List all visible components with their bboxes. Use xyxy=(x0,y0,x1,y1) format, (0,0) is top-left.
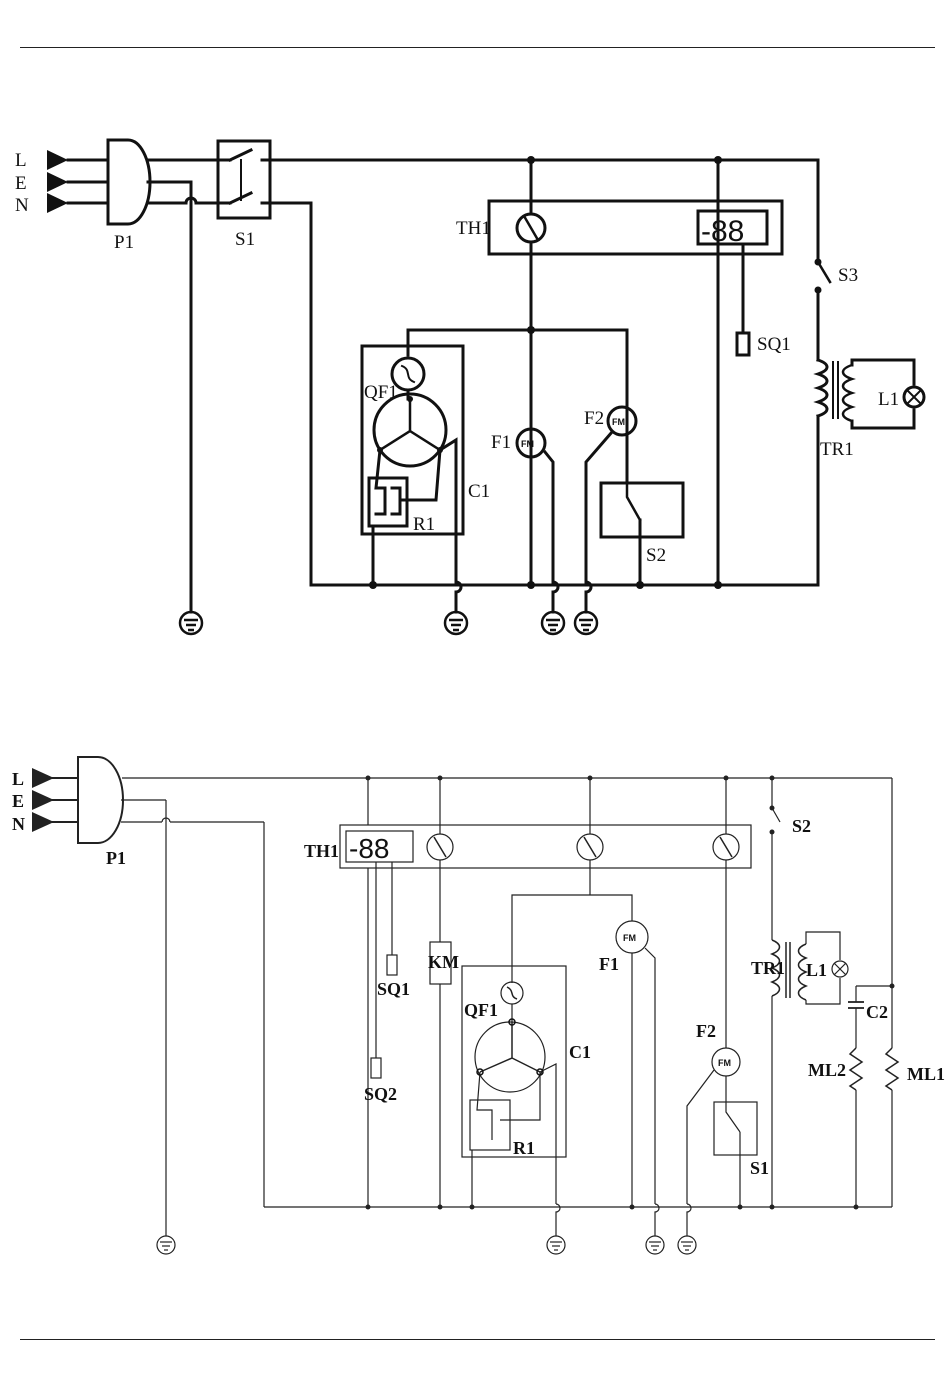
line-label-l-2: L xyxy=(12,769,24,789)
fan-f2-inner-label-2: FM xyxy=(718,1058,731,1068)
label-s2-2: S2 xyxy=(792,816,811,836)
label-c1-2: C1 xyxy=(569,1042,591,1062)
ground-symbols-2 xyxy=(157,1236,696,1254)
line-label-e-2: E xyxy=(12,791,24,811)
label-f2-2: F2 xyxy=(696,1021,716,1041)
label-sq1-2: SQ1 xyxy=(377,979,410,999)
sensor-sq1-symbol-2 xyxy=(387,955,397,975)
heater-ml1-symbol xyxy=(886,1048,898,1090)
display-readout-2: -88 xyxy=(349,833,389,864)
label-km: KM xyxy=(428,952,459,972)
switch-s1-box-2 xyxy=(714,1102,757,1155)
compressor-c1-motor-2 xyxy=(475,1022,545,1092)
label-ml2: ML2 xyxy=(808,1060,846,1080)
heater-ml2-symbol xyxy=(850,1048,862,1090)
label-tr1-2: TR1 xyxy=(751,958,785,978)
label-qf1-2: QF1 xyxy=(464,1000,498,1020)
label-s1-2: S1 xyxy=(750,1158,769,1178)
label-l1-2: L1 xyxy=(806,960,827,980)
plug-p1-symbol-2 xyxy=(78,757,123,843)
compressor-c1-box-2 xyxy=(462,966,566,1157)
label-r1-2: R1 xyxy=(513,1138,535,1158)
relay-r1-symbol-2 xyxy=(470,1100,510,1150)
line-label-n-2: N xyxy=(12,814,25,834)
sensor-sq2-symbol xyxy=(371,1058,381,1078)
label-p1-2: P1 xyxy=(106,848,126,868)
label-sq2: SQ2 xyxy=(364,1084,397,1104)
label-ml1: ML1 xyxy=(907,1064,945,1084)
fan-f1-inner-label-2: FM xyxy=(623,933,636,943)
label-c2: C2 xyxy=(866,1002,888,1022)
label-th1-2: TH1 xyxy=(304,841,339,861)
label-f1-2: F1 xyxy=(599,954,619,974)
